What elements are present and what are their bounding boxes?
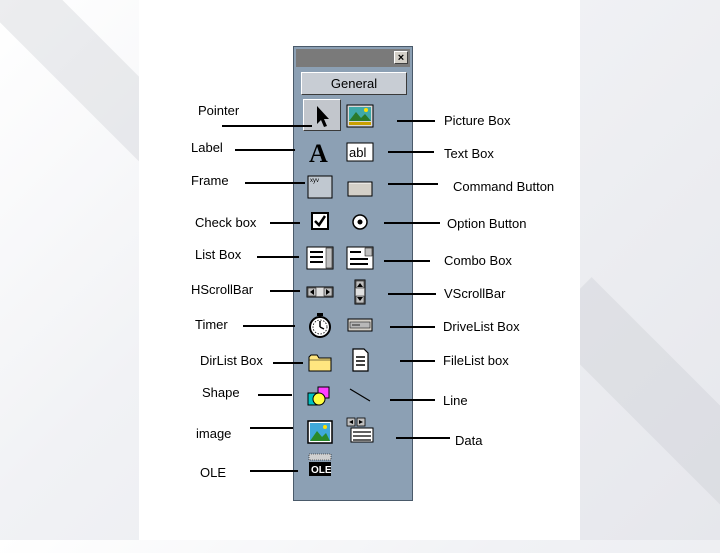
- leader-timer: [243, 325, 295, 327]
- leader-line: [390, 399, 435, 401]
- frame-icon[interactable]: xyv: [306, 173, 334, 199]
- picture-box-icon[interactable]: [346, 103, 374, 129]
- label-option-button: Option Button: [447, 216, 527, 231]
- dirlist-box-icon[interactable]: [306, 349, 334, 375]
- leader-command-button: [388, 183, 438, 185]
- line-icon[interactable]: [346, 383, 374, 409]
- leader-combo-box: [384, 260, 430, 262]
- leader-label: [235, 149, 295, 151]
- leader-ole: [250, 470, 298, 472]
- leader-shape: [258, 394, 292, 396]
- label-combo-box: Combo Box: [444, 253, 512, 268]
- label-drivelist-box: DriveList Box: [443, 319, 520, 334]
- hscrollbar-icon[interactable]: [306, 279, 334, 305]
- label-filelist-box: FileList box: [443, 353, 509, 368]
- label-command-button: Command Button: [453, 179, 555, 194]
- leader-dirlist-box: [273, 362, 303, 364]
- timer-icon[interactable]: [306, 313, 334, 339]
- leader-option-button: [384, 222, 440, 224]
- leader-picture-box: [397, 120, 435, 122]
- combo-box-icon[interactable]: [346, 245, 374, 271]
- leader-data: [396, 437, 450, 439]
- label-data: Data: [455, 433, 483, 448]
- toolbox-window: × General A abl xyv: [293, 46, 413, 501]
- leader-hscrollbar: [270, 290, 300, 292]
- label-text-box: Text Box: [444, 146, 494, 161]
- label-list-box: List Box: [195, 247, 242, 262]
- label-picture-box: Picture Box: [444, 113, 511, 128]
- check-box-icon[interactable]: [306, 209, 334, 235]
- svg-text:xyv: xyv: [310, 178, 319, 184]
- image-icon[interactable]: [306, 419, 334, 445]
- label-ole: OLE: [200, 465, 227, 480]
- option-button-icon[interactable]: [346, 209, 374, 235]
- svg-text:OLE: OLE: [311, 465, 332, 476]
- label-timer: Timer: [195, 317, 228, 332]
- shape-icon[interactable]: [306, 383, 334, 409]
- leader-list-box: [257, 256, 299, 258]
- label-hscrollbar: HScrollBar: [191, 282, 254, 297]
- svg-text:abl: abl: [349, 145, 366, 160]
- leader-drivelist-box: [390, 326, 435, 328]
- label-shape: Shape: [202, 385, 240, 400]
- label-icon[interactable]: A: [306, 139, 334, 165]
- drivelist-box-icon[interactable]: [346, 313, 374, 339]
- label-frame: Frame: [191, 173, 229, 188]
- ole-icon[interactable]: OLE: [306, 453, 334, 479]
- label-pointer: Pointer: [198, 103, 240, 118]
- command-button-icon[interactable]: [346, 177, 374, 203]
- leader-check-box: [270, 222, 300, 224]
- data-icon[interactable]: [346, 417, 374, 443]
- leader-frame: [245, 182, 305, 184]
- leader-pointer: [222, 125, 312, 127]
- label-label: Label: [191, 140, 223, 155]
- tab-general[interactable]: General: [301, 72, 407, 95]
- label-image: image: [196, 426, 232, 441]
- toolbox-titlebar[interactable]: ×: [296, 49, 410, 67]
- text-box-icon[interactable]: abl: [346, 139, 374, 165]
- leader-vscrollbar: [388, 293, 436, 295]
- leader-filelist-box: [400, 360, 435, 362]
- list-box-icon[interactable]: [306, 245, 334, 271]
- leader-image: [250, 427, 293, 429]
- close-icon[interactable]: ×: [394, 51, 408, 64]
- label-line: Line: [443, 393, 468, 408]
- vscrollbar-icon[interactable]: [346, 279, 374, 305]
- leader-text-box: [388, 151, 434, 153]
- label-vscrollbar: VScrollBar: [444, 286, 506, 301]
- svg-text:A: A: [309, 139, 328, 165]
- pointer-icon[interactable]: [308, 103, 336, 129]
- filelist-box-icon[interactable]: [346, 347, 374, 373]
- label-dirlist-box: DirList Box: [200, 353, 263, 368]
- label-check-box: Check box: [195, 215, 257, 230]
